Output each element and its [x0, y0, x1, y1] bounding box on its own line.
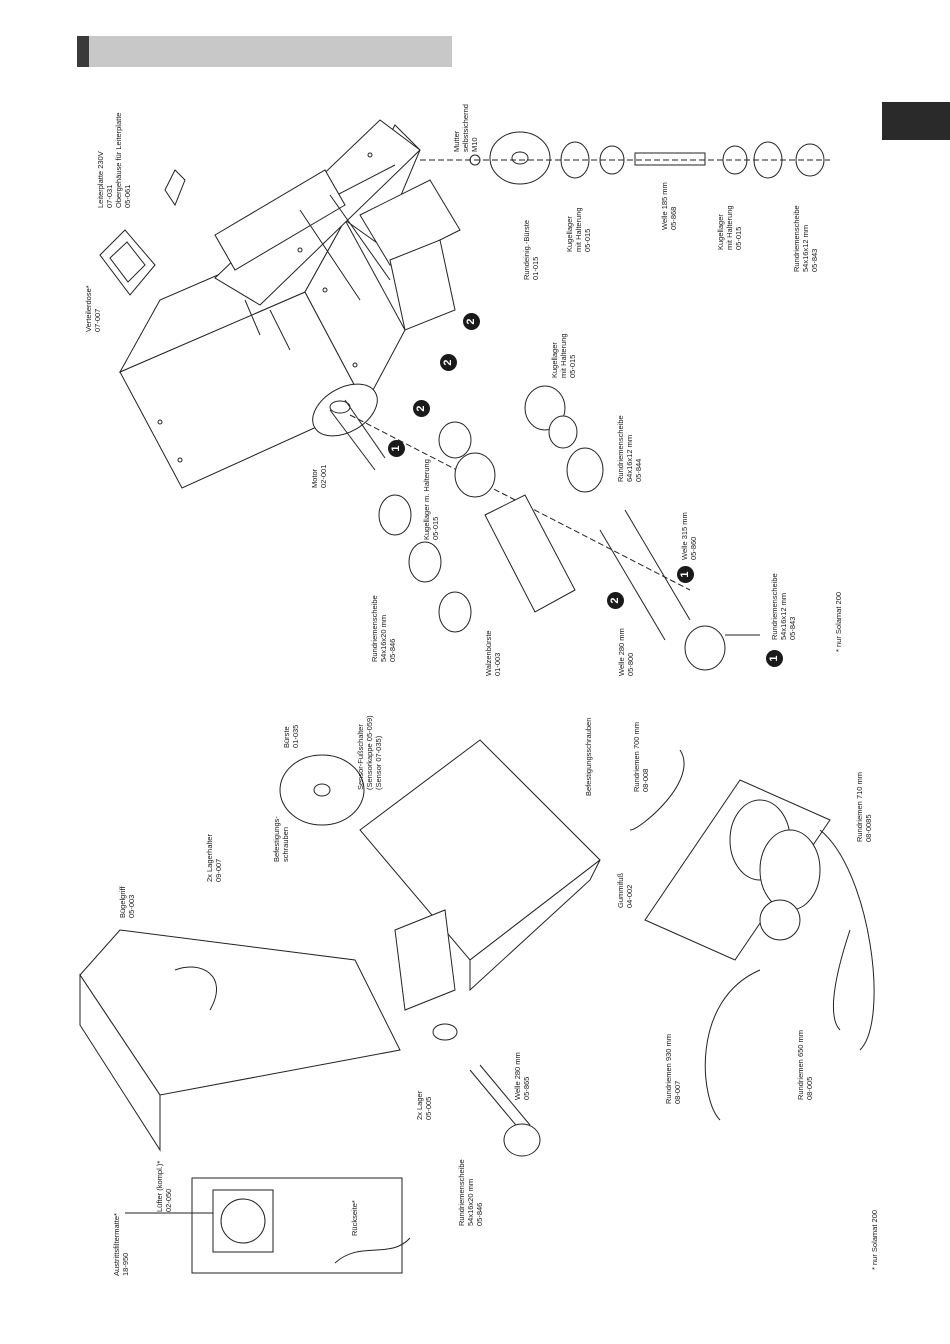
luefter-assembly	[125, 1178, 410, 1273]
label-nur-solamat-top: * nur Solamat 200	[834, 591, 843, 652]
middle-parts	[350, 386, 760, 670]
callout-badge: 1	[388, 440, 405, 457]
label-befestigung-left: Befestigungs-schrauben	[272, 816, 290, 862]
callout-badge: 1	[766, 650, 783, 667]
callout-badge: 2	[463, 313, 480, 330]
housing-cover	[80, 740, 600, 1156]
label-nur-solamat-bottom: * nur Solamat 200	[870, 1209, 879, 1270]
callout-badge: 2	[413, 400, 430, 417]
label-austritt: Austrittsfiltermatte*18-950	[112, 1213, 130, 1276]
label-verteilerdose: Verteilerdose*07-007	[84, 285, 102, 332]
label-rueckseite: Rückseite*	[350, 1200, 359, 1236]
motor-housing	[120, 120, 460, 488]
label-luefter: Lüfter (kompl.)*02-050	[155, 1160, 173, 1212]
page-header-marker	[77, 36, 89, 67]
callout-badge: 2	[607, 592, 624, 609]
callout-badge: 1	[677, 566, 694, 583]
roller-assembly	[630, 750, 874, 1120]
label-befestigung-right: Befestigungsschrauben	[584, 717, 593, 796]
gehaeuse-part	[165, 170, 185, 205]
verteilerdose-box	[100, 230, 155, 295]
label-sensor: Sensor-Fußschalter(Sensorkappe 05-059)(S…	[356, 715, 383, 790]
top-right-parts	[420, 132, 830, 184]
section-tab	[882, 102, 950, 140]
callout-badge: 2	[440, 354, 457, 371]
page-header-bar	[77, 36, 452, 67]
